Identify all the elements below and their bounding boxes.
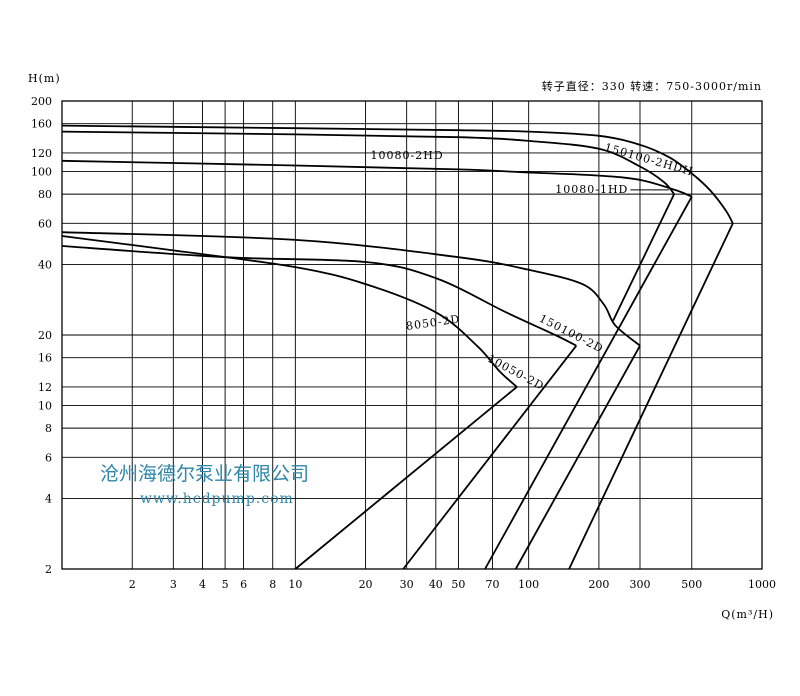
x-tick-label: 40 [429, 578, 443, 591]
speed-line-8050-2d [294, 386, 518, 570]
curve-10080-2hd [61, 130, 675, 195]
y-tick-label: 20 [38, 329, 52, 342]
chart-subtitle: 转子直径：330 转速：750-3000r/min [542, 79, 762, 93]
y-tick-label: 8 [45, 422, 52, 435]
y-tick-label: 2 [45, 563, 52, 576]
curve-8050-2d [61, 235, 518, 388]
curve-150100-2hdh [61, 124, 734, 224]
speed-line-10080-2hd [612, 193, 675, 322]
curve-label-10080-2hd: 10080-2HD [371, 149, 444, 162]
y-tick-label: 200 [31, 95, 52, 108]
x-tick-label: 500 [681, 578, 702, 591]
x-tick-label: 200 [588, 578, 609, 591]
y-tick-label: 100 [31, 165, 52, 178]
y-tick-label: 60 [38, 217, 52, 230]
y-tick-label: 12 [38, 381, 52, 394]
y-tick-label: 4 [45, 493, 52, 506]
speed-line-150100-2hdh [568, 222, 734, 570]
y-tick-label: 160 [31, 118, 52, 131]
curve-label-150100-2d: 150100-2D [537, 312, 606, 356]
curve-label-10080-1hd: 10080-1HD [555, 183, 628, 196]
x-tick-label: 5 [222, 578, 229, 591]
x-axis-title: Q(m³/H) [721, 608, 774, 621]
x-tick-label: 30 [400, 578, 414, 591]
performance-curves [61, 124, 734, 570]
y-tick-label: 80 [38, 188, 52, 201]
x-tick-label: 50 [451, 578, 465, 591]
x-tick-label: 6 [240, 578, 247, 591]
y-tick-label: 6 [45, 451, 52, 464]
x-tick-label: 2 [129, 578, 136, 591]
x-tick-label: 1000 [748, 578, 776, 591]
x-tick-label: 300 [629, 578, 650, 591]
y-tick-label: 40 [38, 259, 52, 272]
y-axis-title: H(m) [28, 72, 61, 85]
watermark-website: www.hcdpump.com [140, 491, 294, 507]
x-tick-label: 10 [288, 578, 302, 591]
y-tick-label: 16 [38, 352, 52, 365]
x-tick-label: 20 [359, 578, 373, 591]
speed-line-150100-2d [514, 345, 641, 570]
x-tick-label: 8 [269, 578, 276, 591]
speed-line-10050-2d [402, 345, 578, 570]
y-tick-label: 10 [38, 399, 52, 412]
speed-line-10080-1hd [484, 196, 693, 570]
x-tick-label: 3 [170, 578, 177, 591]
x-tick-label: 4 [199, 578, 206, 591]
x-tick-label: 70 [486, 578, 500, 591]
y-tick-labels: 2 4 6 8 10 12 16 20 40 60 80 100 120 160 200 [31, 95, 52, 576]
curve-label-8050-2d: 8050-2D [405, 313, 461, 333]
curve-10050-2d [61, 245, 577, 347]
y-tick-label: 120 [31, 147, 52, 160]
curve-150100-2d [61, 231, 641, 347]
curve-10080-1hd [61, 159, 693, 198]
watermark-company: 沧州海德尔泵业有限公司 [100, 463, 309, 485]
x-tick-label: 100 [518, 578, 539, 591]
plot-area [61, 100, 763, 570]
curve-labels: 8050-2D10050-2D150100-2D10080-2HD10080-1… [371, 141, 695, 393]
curve-label-150100-2hdh: 150100-2HDH [603, 141, 695, 179]
